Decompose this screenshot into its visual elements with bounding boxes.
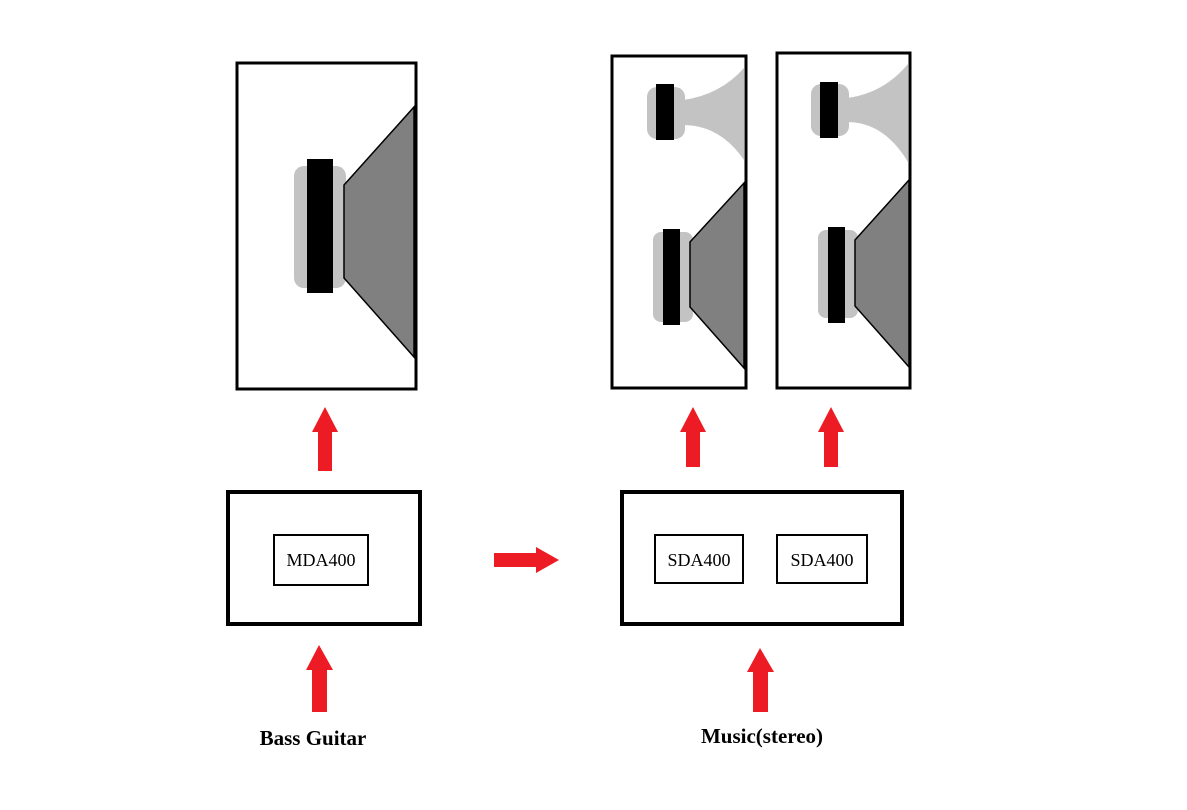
bass-speaker-cabinet: [235, 61, 418, 391]
bass-guitar-source-label: Bass Guitar: [260, 726, 367, 750]
sda400-module-label-1: SDA400: [667, 550, 730, 570]
arrow-up-icon: [306, 645, 333, 712]
stereo-amplifier-housing: SDA400 SDA400: [620, 490, 904, 626]
sda400-module-label-2: SDA400: [790, 550, 853, 570]
woofer-icon: [294, 105, 415, 359]
arrow-up-icon: [312, 407, 338, 471]
tweeter-horn-icon: [647, 68, 744, 160]
arrow-right-icon: [494, 547, 559, 573]
stereo-speaker-right-cabinet: [775, 51, 912, 390]
tweeter-horn-icon: [811, 64, 908, 162]
woofer-icon: [653, 181, 745, 370]
mda400-module-label: MDA400: [286, 550, 355, 570]
woofer-icon: [818, 178, 910, 369]
mono-amplifier-housing: MDA400: [226, 490, 422, 626]
arrow-up-icon: [818, 407, 844, 467]
music-stereo-source-label: Music(stereo): [701, 724, 823, 748]
arrow-up-icon: [680, 407, 706, 467]
stereo-speaker-left-cabinet: [610, 54, 748, 390]
arrow-up-icon: [747, 648, 774, 712]
